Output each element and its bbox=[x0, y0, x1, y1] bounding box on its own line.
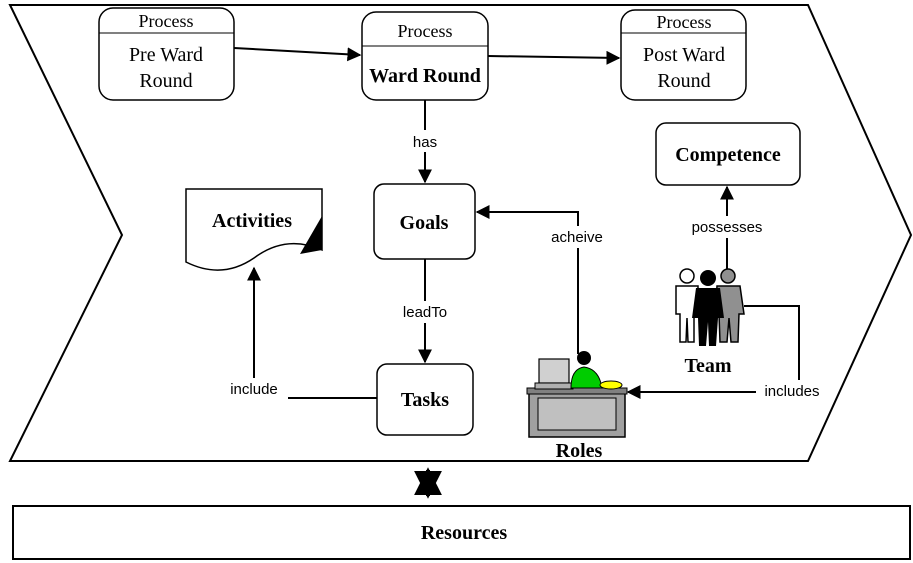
team-icon bbox=[675, 268, 745, 346]
team-label: Team bbox=[684, 355, 731, 377]
tasks-label: Tasks bbox=[401, 389, 449, 411]
relation-includes-label: includes bbox=[764, 383, 819, 400]
goals-label: Goals bbox=[400, 212, 449, 234]
roles-icon bbox=[526, 351, 628, 438]
relation-leadto-label: leadTo bbox=[403, 304, 447, 321]
relation-possesses-label: possesses bbox=[692, 219, 763, 236]
process-header-label: Process bbox=[398, 21, 453, 41]
process-header-label: Process bbox=[657, 12, 712, 32]
process-ward-round: Process Ward Round bbox=[361, 11, 489, 101]
resources-label: Resources bbox=[421, 522, 507, 544]
process-header-label: Process bbox=[139, 11, 194, 31]
post-ward-label-line1: Post Ward bbox=[643, 44, 725, 66]
ward-round-label: Ward Round bbox=[369, 65, 481, 87]
competence-label: Competence bbox=[675, 144, 781, 166]
node-tasks: Tasks bbox=[376, 363, 474, 436]
arrow-ward-to-post bbox=[487, 50, 621, 65]
arrow-pre-to-ward bbox=[233, 47, 362, 62]
node-competence: Competence bbox=[655, 122, 801, 186]
arrow-includes bbox=[626, 305, 800, 399]
pre-ward-label-line2: Round bbox=[139, 70, 192, 92]
process-post-ward-round: Process Post Ward Round bbox=[620, 9, 747, 101]
relation-include-label: include bbox=[230, 381, 278, 398]
resources-bar: Resources bbox=[12, 505, 911, 560]
post-ward-label-line2: Round bbox=[657, 70, 710, 92]
roles-label: Roles bbox=[556, 440, 603, 462]
process-pre-ward-round: Process Pre Ward Round bbox=[98, 7, 235, 101]
node-activities: Activities bbox=[185, 188, 323, 271]
relation-has-label: has bbox=[413, 134, 437, 151]
activities-label: Activities bbox=[212, 210, 292, 232]
relation-acheive-label: acheive bbox=[551, 229, 603, 246]
pre-ward-label-line1: Pre Ward bbox=[129, 44, 203, 66]
node-goals: Goals bbox=[373, 183, 476, 260]
